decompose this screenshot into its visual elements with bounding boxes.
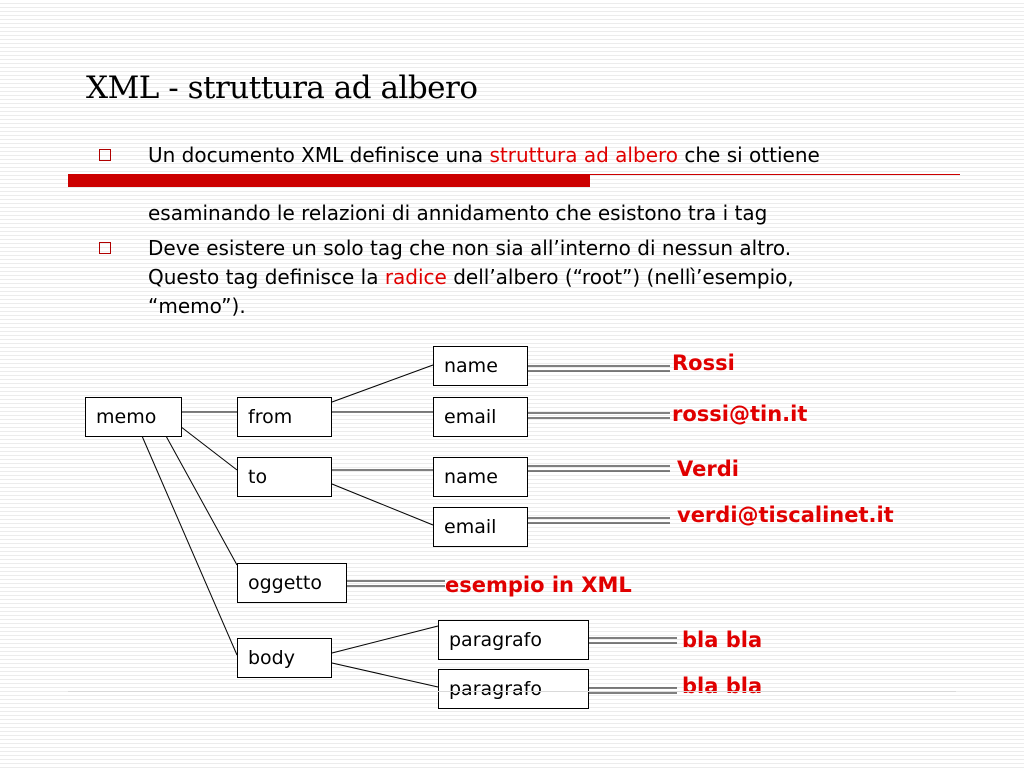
bullet-1-text: Un documento XML definisce una — [148, 143, 490, 167]
value-from-email: rossi@tin.it — [672, 402, 808, 426]
edge-memo-oggetto — [165, 435, 238, 566]
bullet-1-highlight: struttura ad albero — [489, 143, 679, 167]
bullet-2-line-3: “memo”). — [148, 294, 246, 318]
node-from-name: name — [433, 346, 528, 386]
edge-memo-body — [141, 435, 238, 656]
edge-from-name — [331, 364, 434, 403]
value-to-email: verdi@tiscalinet.it — [677, 503, 894, 527]
node-paragrafo-2: paragrafo — [438, 669, 589, 709]
title-rule-bar — [68, 174, 590, 187]
edge-body-paragrafo-2 — [331, 662, 439, 688]
value-to-name: Verdi — [677, 457, 739, 481]
title-rule — [68, 174, 960, 188]
title-rule-line — [590, 174, 960, 175]
bullet-1-line-2: esaminando le relazioni di annidamento c… — [148, 201, 768, 225]
square-bullet-icon — [99, 242, 111, 254]
node-to-name: name — [433, 457, 528, 497]
edge-body-paragrafo-1 — [331, 625, 439, 654]
node-from: from — [237, 397, 332, 437]
bullet-2-line-1: Deve esistere un solo tag che non sia al… — [148, 236, 792, 260]
bullet-2-line-2: Questo tag definisce la radice dell’albe… — [148, 263, 794, 292]
node-to-email: email — [433, 507, 528, 547]
node-to: to — [237, 457, 332, 497]
value-paragrafo-2: bla bla — [682, 674, 763, 698]
bullet-1-line-1: Un documento XML definisce una struttura… — [148, 141, 820, 170]
footer-rule — [68, 691, 956, 692]
square-bullet-icon — [99, 149, 111, 161]
node-oggetto: oggetto — [237, 563, 347, 603]
bullet-2-text-end: dell’albero (“root”) (nellì’esempio, — [446, 265, 794, 289]
bullet-2-text: Questo tag definisce la — [148, 265, 385, 289]
node-body: body — [237, 638, 332, 678]
value-from-name: Rossi — [672, 351, 735, 375]
node-from-email: email — [433, 397, 528, 437]
value-oggetto: esempio in XML — [445, 573, 632, 597]
node-memo: memo — [85, 397, 182, 437]
bullet-2-highlight: radice — [384, 265, 447, 289]
edge-to-email — [331, 483, 434, 526]
slide-title: XML - struttura ad albero — [86, 70, 478, 106]
value-paragrafo-1: bla bla — [682, 628, 763, 652]
edge-memo-to — [175, 422, 238, 471]
bullet-1-text-end: che si ottiene — [678, 143, 820, 167]
node-paragrafo-1: paragrafo — [438, 620, 589, 660]
